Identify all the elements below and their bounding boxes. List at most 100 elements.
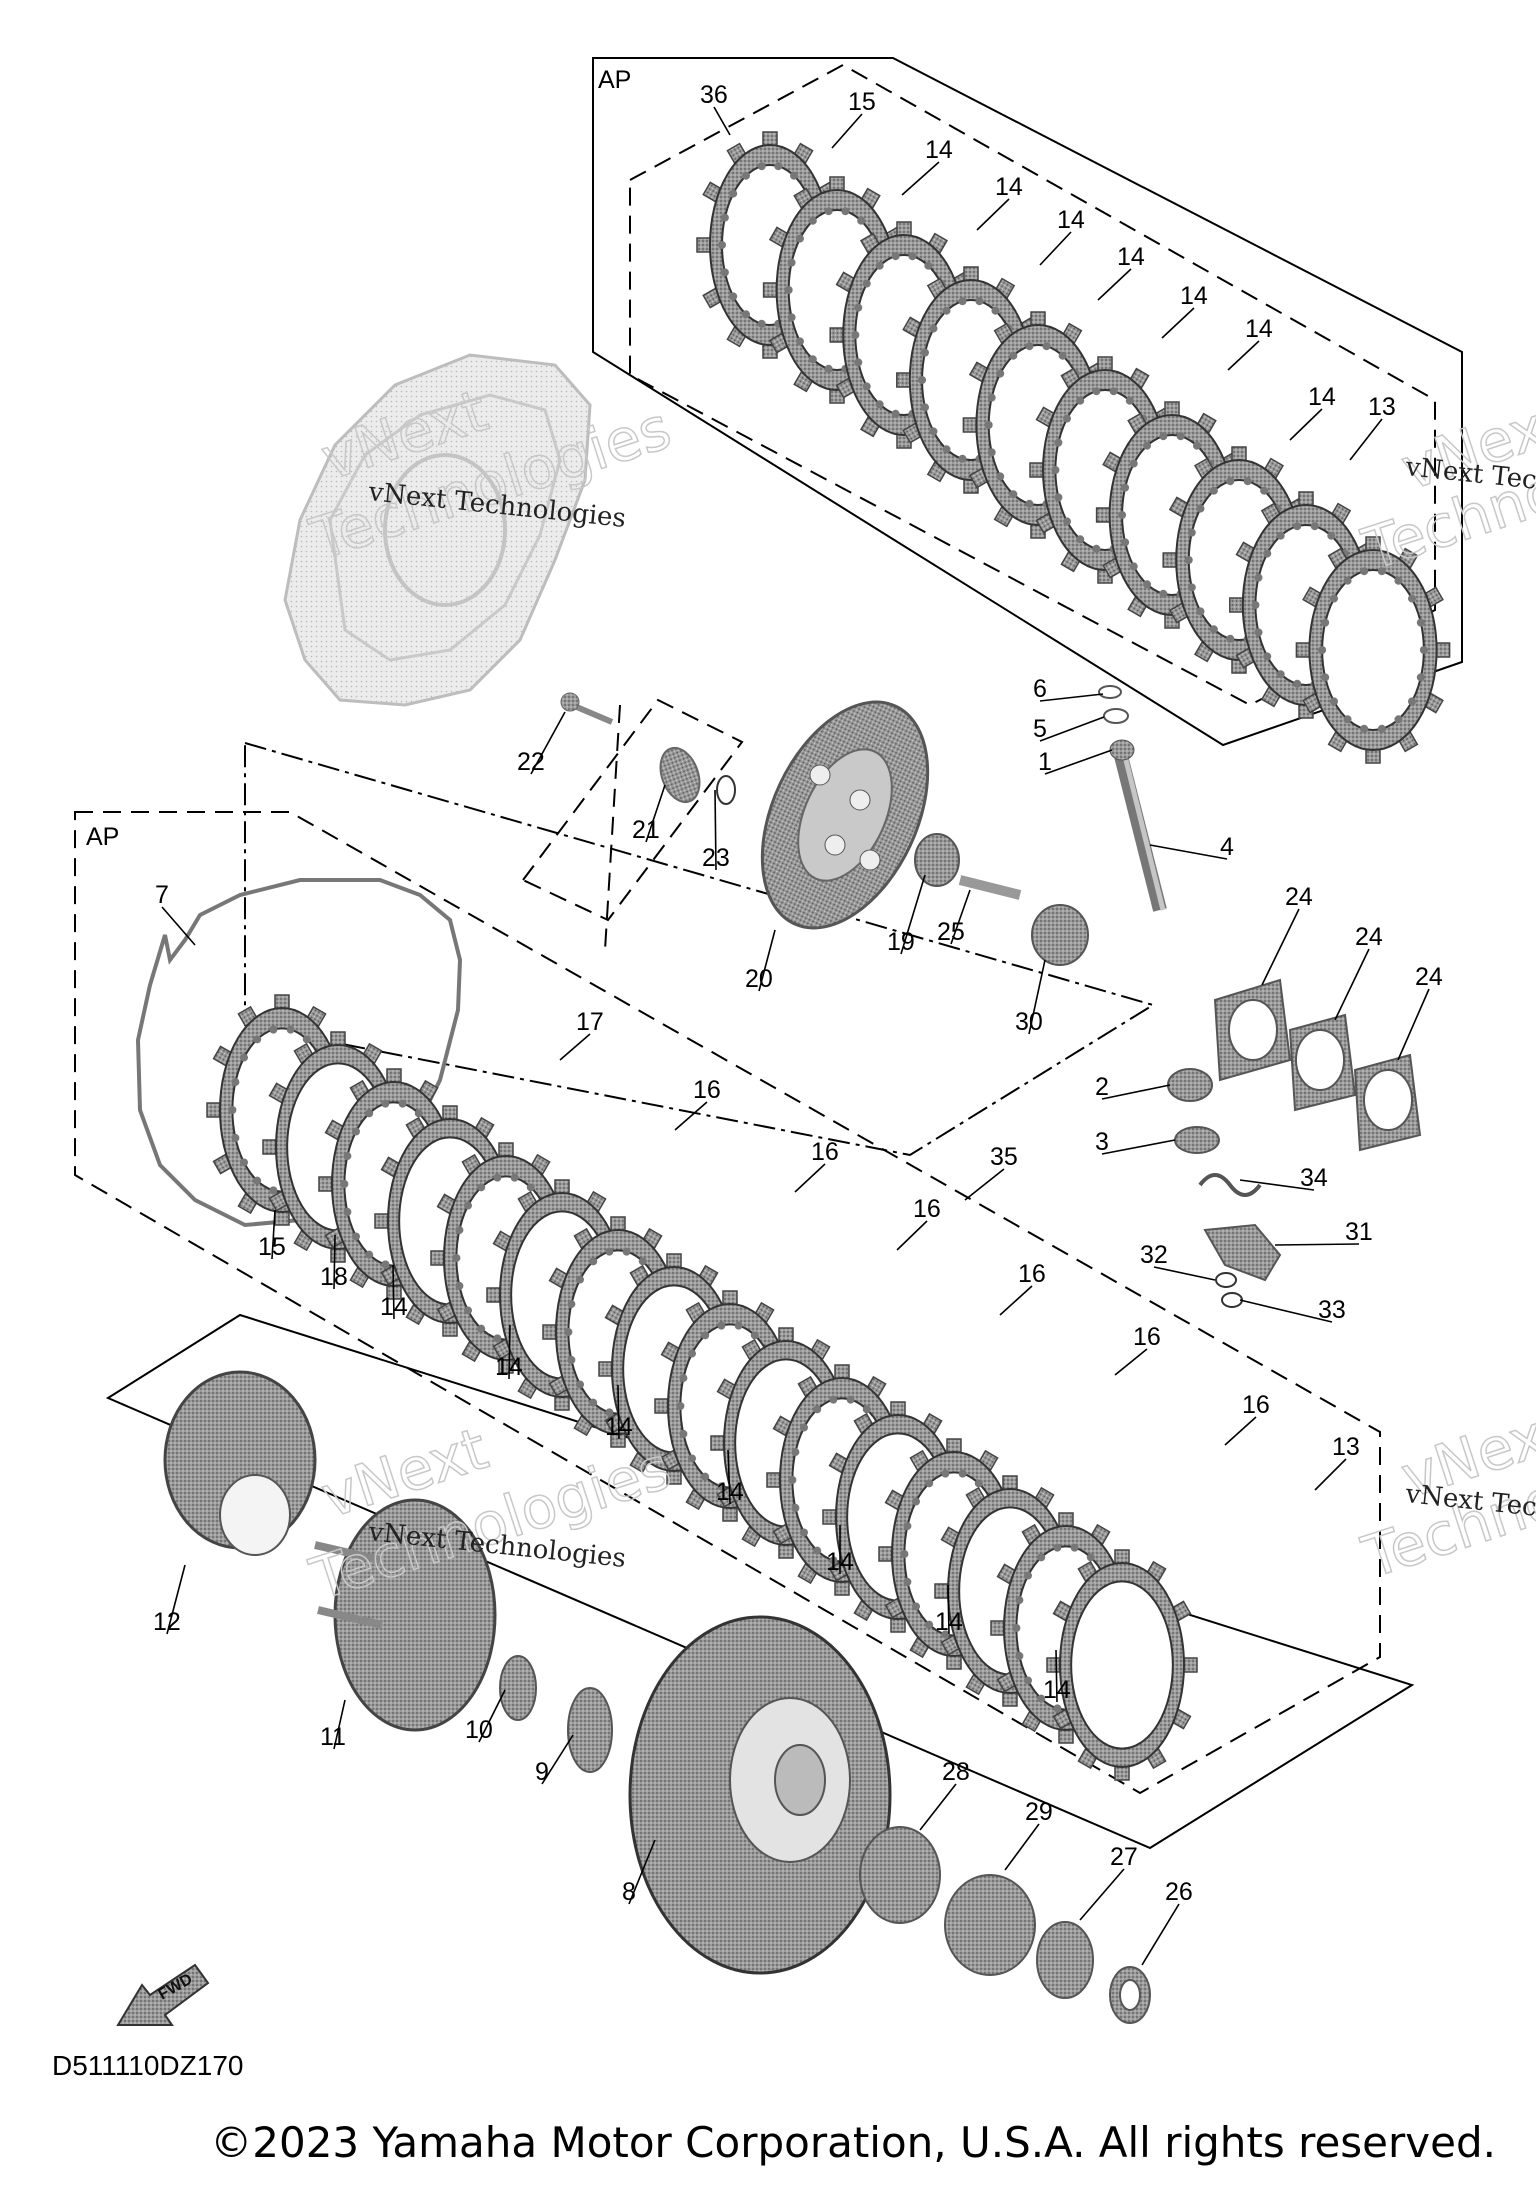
callout-2: 2 <box>1095 1073 1109 1101</box>
callout-14: 14 <box>716 1478 744 1506</box>
leader-line-3 <box>901 161 940 196</box>
callout-21: 21 <box>632 816 660 844</box>
callout-13: 13 <box>1368 393 1396 421</box>
callout-17: 17 <box>576 1008 604 1036</box>
callout-13: 13 <box>1332 1433 1360 1461</box>
leader-line-18 <box>758 929 776 992</box>
leader-line-20 <box>950 889 971 945</box>
leader-line-57 <box>1079 1868 1125 1921</box>
callout-18: 18 <box>320 1263 348 1291</box>
upper-kit-box <box>592 57 1463 747</box>
leader-line-35 <box>896 1220 928 1251</box>
leader-line-11 <box>1039 693 1104 702</box>
leader-line-25 <box>1101 1084 1171 1100</box>
leader-line-45 <box>617 1384 620 1440</box>
diagram-code: D511110DZ170 <box>52 2050 244 2081</box>
callout-8: 8 <box>622 1878 636 1906</box>
callout-14: 14 <box>1180 282 1208 310</box>
callout-24: 24 <box>1285 883 1313 911</box>
callout-9: 9 <box>535 1758 549 1786</box>
callout-16: 16 <box>1242 1391 1270 1419</box>
callout-10: 10 <box>465 1716 493 1744</box>
callout-14: 14 <box>1057 206 1085 234</box>
callout-16: 16 <box>1018 1260 1046 1288</box>
leader-line-50 <box>166 1564 186 1635</box>
callout-34: 34 <box>1300 1164 1328 1192</box>
callout-30: 30 <box>1015 1008 1043 1036</box>
callout-15: 15 <box>258 1233 286 1261</box>
leader-line-10 <box>1349 418 1383 461</box>
callout-6: 6 <box>1033 675 1047 703</box>
leader-lines <box>161 106 1430 1966</box>
clutch-cover <box>283 353 592 707</box>
copyright-notice: ©2023 Yamaha Motor Corporation, U.S.A. A… <box>210 2118 1496 2167</box>
callout-7: 7 <box>155 881 169 909</box>
callout-32: 32 <box>1140 1241 1168 1269</box>
leader-line-29 <box>1153 1266 1216 1281</box>
leader-line-32 <box>559 1033 591 1061</box>
leader-line-21 <box>1028 959 1046 1035</box>
leader-line-9 <box>1289 408 1323 441</box>
leader-line-55 <box>919 1783 957 1831</box>
callout-1: 1 <box>1038 748 1052 776</box>
callout-33: 33 <box>1318 1296 1346 1324</box>
leader-line-1 <box>713 106 731 136</box>
leader-line-53 <box>541 1734 574 1785</box>
callout-25: 25 <box>937 918 965 946</box>
callout-14: 14 <box>495 1353 523 1381</box>
callout-11: 11 <box>320 1723 346 1751</box>
leader-line-44 <box>508 1324 511 1380</box>
callout-16: 16 <box>1133 1323 1161 1351</box>
leader-line-48 <box>947 1584 950 1635</box>
pressure-plate <box>760 700 930 930</box>
leader-line-42 <box>333 1234 336 1290</box>
callout-14: 14 <box>826 1548 854 1576</box>
callout-26: 26 <box>1165 1878 1193 1906</box>
callout-14: 14 <box>1245 315 1273 343</box>
callout-16: 16 <box>693 1076 721 1104</box>
leader-line-12 <box>1039 716 1105 742</box>
leader-line-46 <box>727 1449 731 1505</box>
leader-line-38 <box>1224 1416 1257 1446</box>
callout-16: 16 <box>913 1195 941 1223</box>
leader-line-58 <box>1141 1903 1180 1966</box>
leader-line-13 <box>1044 749 1113 775</box>
callout-5: 5 <box>1033 715 1047 743</box>
leader-line-23 <box>1334 948 1370 1021</box>
callout-14: 14 <box>935 1608 963 1636</box>
callout-14: 14 <box>1308 383 1336 411</box>
leader-line-22 <box>1261 908 1300 986</box>
leader-line-36 <box>999 1285 1033 1316</box>
callout-24: 24 <box>1415 963 1443 991</box>
lower-plate-16 <box>1046 1549 1198 1781</box>
callout-14: 14 <box>995 173 1023 201</box>
leader-line-7 <box>1161 307 1195 339</box>
leader-line-49 <box>1055 1649 1058 1703</box>
leader-line-2 <box>831 113 863 149</box>
callout-28: 28 <box>942 1758 970 1786</box>
leader-line-26 <box>1101 1139 1176 1155</box>
leader-line-33 <box>674 1101 708 1131</box>
callout-14: 14 <box>1043 1676 1071 1704</box>
leader-line-41 <box>271 1209 276 1260</box>
callout-14: 14 <box>605 1413 633 1441</box>
leader-line-43 <box>392 1264 395 1320</box>
leader-line-39 <box>964 1168 1005 1201</box>
leader-line-28 <box>1274 1243 1360 1246</box>
leader-line-51 <box>333 1699 346 1750</box>
callout-23: 23 <box>702 844 730 872</box>
leader-line-40 <box>1314 1458 1347 1491</box>
leader-line-19 <box>900 874 926 955</box>
gasket <box>135 878 463 1228</box>
watermark-right: vNext Technologies vNext Technologies vN… <box>1354 386 1536 1593</box>
leader-line-31 <box>161 906 196 946</box>
leader-line-15 <box>530 711 566 775</box>
callout-16: 16 <box>811 1138 839 1166</box>
leader-line-8 <box>1227 340 1260 371</box>
callout-4: 4 <box>1220 833 1234 861</box>
callout-14: 14 <box>380 1293 408 1321</box>
leader-line-52 <box>478 1689 506 1743</box>
